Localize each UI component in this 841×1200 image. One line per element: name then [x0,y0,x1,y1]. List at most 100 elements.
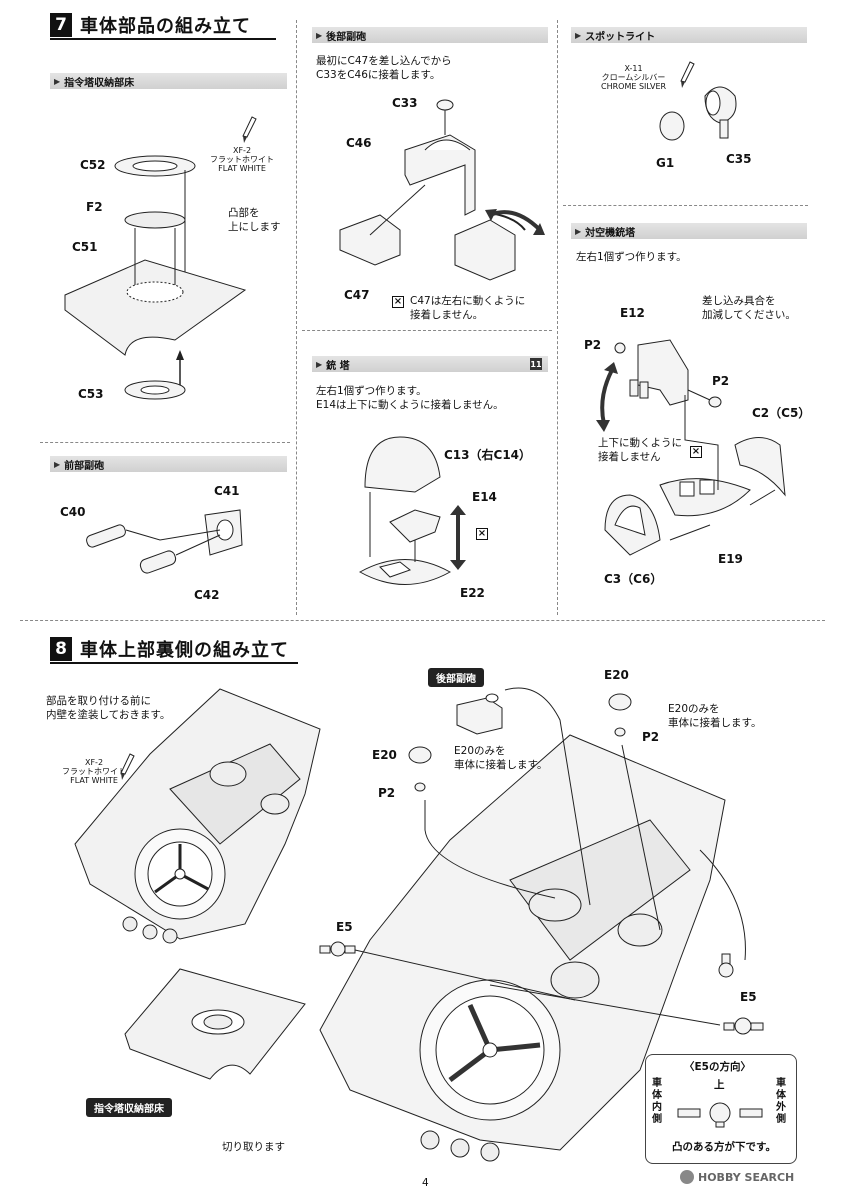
aa-turret-move-1: 上下に動くように [598,437,682,449]
aa-turret-drawing [604,339,786,556]
inner-c4: 側 [652,1114,662,1125]
spotlight-paint-code: X-11 [624,64,643,73]
front-gun-header-text: 前部副砲 [64,460,105,472]
watermark-text: HOBBY SEARCH [698,1170,795,1184]
label-c53: C53 [78,387,104,401]
step7-rule [50,38,276,40]
inner-c2: 体 [652,1090,662,1101]
spotlight-drawing [659,86,737,141]
aa-turret-fit-2: 加減してください。 [702,309,796,321]
rear-gun-line-2: C33をC46に接着します。 [316,69,441,81]
divider-h1 [40,442,290,443]
label-g1: G1 [656,156,675,170]
no-glue-icon-turret: × [476,528,488,540]
e5-direction-outer: 車 体 外 側 [776,1078,786,1126]
spotlight-header: ▶ スポットライト [571,27,807,43]
divider-v2 [557,20,558,615]
cupola-floor-header-text: 指令塔収納部床 [64,77,135,89]
label-p2-b: P2 [712,374,730,388]
label-c51: C51 [72,240,98,254]
aa-turret-header: ▶ 対空機銃塔 [571,223,807,239]
hull-underside-small [74,688,321,944]
turret-badge: 11 [530,358,542,370]
rotate-arrow-icon [485,209,545,235]
turret-instructions: 左右1個ずつ作ります。 E14は上下に動くように接着しません。 [316,384,504,412]
label-e5-left: E5 [336,920,353,934]
step8-paint-note: 部品を取り付ける前に 内壁を塗装しておきます。 [46,694,170,722]
hull-underside-large [319,734,726,1162]
divider-v1 [296,20,297,615]
step8-paint-code: XF-2 [84,758,104,767]
label-c33: C33 [392,96,418,110]
aa-turret-fit-1: 差し込み具合を [702,295,776,307]
label-c13: C13（右C14） [444,448,532,462]
inner-c3: 内 [652,1102,662,1113]
label-e14: E14 [472,490,497,504]
e20-left-note: E20のみを 車体に接着します。 [454,744,547,772]
cut-note: 切り取ります [222,1141,285,1153]
step8-paint: XF-2 フラットホワイト FLAT WHITE [62,758,126,785]
label-c3: C3（C6） [604,572,663,586]
step8-number: 8 [50,637,72,661]
e5-direction-top: 上 [714,1079,725,1091]
label-e20-right: E20 [604,668,629,682]
step8-paint-jp: フラットホワイト [62,767,126,776]
step8-rule [50,662,298,664]
cupola-floor-paint-en: FLAT WHITE [218,164,266,173]
rear-gun-warning-2: 接着しません。 [410,309,484,321]
outer-c1: 車 [776,1078,786,1089]
step7-number: 7 [50,13,72,37]
spotlight-paint-en: CHROME SILVER [601,82,667,91]
step8-paint-note-2: 内壁を塗装しておきます。 [46,709,171,721]
spotlight-header-text: スポットライト [585,31,656,43]
label-c2: C2（C5） [752,406,811,420]
divider-step8 [20,620,825,621]
header-arrow-icon: ▶ [54,76,61,86]
header-arrow-icon: ▶ [316,359,323,369]
cupola-floor-drawing [64,155,247,400]
step7-title: 車体部品の組み立て [80,16,251,37]
front-gun-drawing [86,509,243,574]
step8-paint-en: FLAT WHITE [70,776,118,785]
no-glue-icon: × [392,296,404,308]
brush-icon [680,61,695,88]
step8-heading: 8 車体上部裏側の組み立て [50,636,289,662]
label-e19: E19 [718,552,743,566]
label-p2-a: P2 [584,338,602,352]
e20-right-part [608,693,632,737]
aa-turret-header-text: 対空機銃塔 [585,227,636,239]
rear-gun-mini [456,693,503,735]
rear-gun-instructions: 最初にC47を差し込んでから C33をC46に接着します。 [316,54,452,82]
rear-gun-header-text: 後部副砲 [326,31,367,43]
divider-h2 [302,330,552,331]
turret-line-1: 左右1個ずつ作ります。 [316,385,427,397]
cupola-floor-note: 凸部を 上にします [228,206,281,234]
e5-direction-diagram [677,1102,763,1128]
no-glue-icon-aa: × [690,446,702,458]
label-e22: E22 [460,586,485,600]
e5-direction-title: 〈E5の方向〉 [684,1061,751,1073]
label-p2-left: P2 [378,786,396,800]
brush-icon [242,116,257,143]
page-number: 4 [422,1177,429,1189]
turret-header-text: 銃 塔 [326,360,350,372]
cupola-floor-plate [124,968,306,1080]
label-p2-right: P2 [642,730,660,744]
turret-header: ▶ 銃 塔 [312,356,548,372]
e20-left-note-2: 車体に接着します。 [454,759,548,771]
cupola-floor-paint-jp: フラットホワイト [210,155,274,164]
label-e12: E12 [620,306,645,320]
e5-top-part [718,953,734,978]
outer-c4: 側 [776,1114,786,1125]
label-c46: C46 [346,136,372,150]
hobby-search-logo-icon [680,1170,694,1184]
header-arrow-icon: ▶ [575,226,582,236]
step8-paint-note-1: 部品を取り付ける前に [46,695,151,707]
turret-drawing [358,436,452,585]
tag-rear-gun: 後部副砲 [428,668,484,687]
rear-gun-line-1: 最初にC47を差し込んでから [316,55,452,67]
cupola-floor-header: ▶ 指令塔収納部床 [50,73,287,89]
front-gun-header: ▶ 前部副砲 [50,456,287,472]
aa-up-down-arrow-icon [596,362,618,432]
